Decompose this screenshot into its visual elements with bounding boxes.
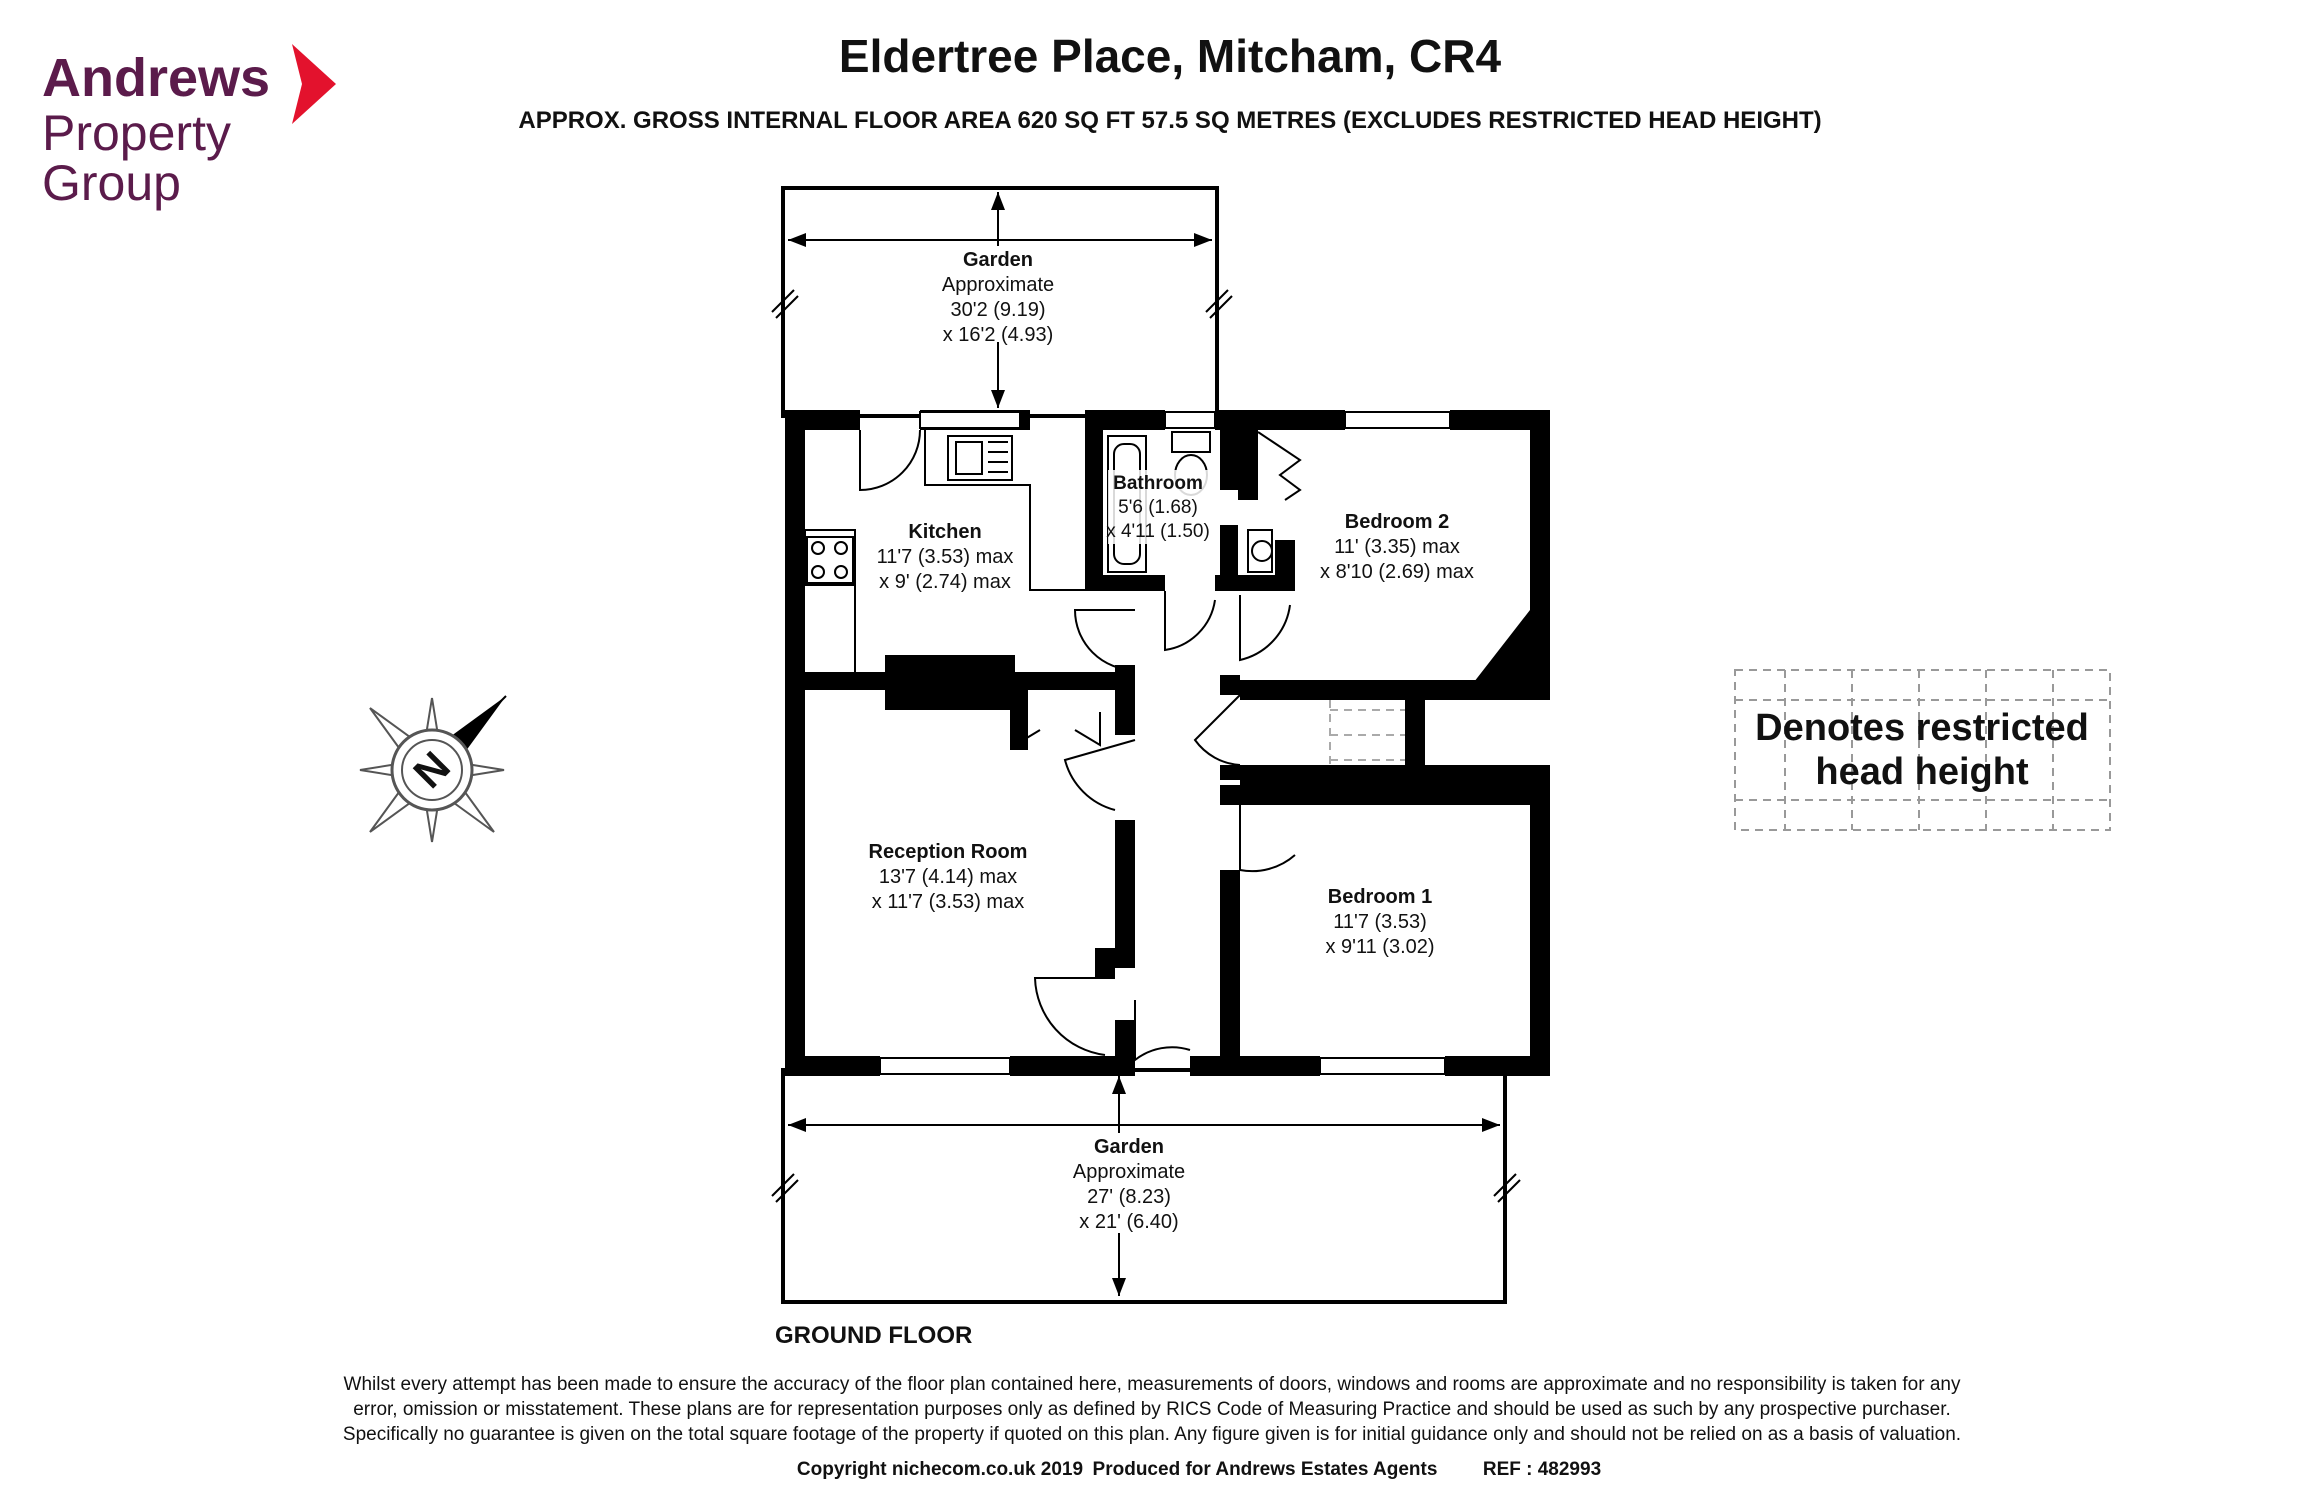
garden-top-area: Garden Approximate 30'2 (9.19) x 16'2 (4…	[771, 186, 1233, 418]
floor-label: GROUND FLOOR	[775, 1322, 972, 1349]
bedroom1-line-1: 11'7 (3.53)	[1333, 911, 1427, 933]
garden-top-line-3: x 16'2 (4.93)	[943, 324, 1054, 346]
brand-chevron-icon	[292, 44, 336, 124]
kitchen-line-2: x 9' (2.74) max	[879, 571, 1011, 593]
room-reception: Reception Room 13'7 (4.14) max x 11'7 (3…	[869, 841, 1028, 913]
footer-copyright: Copyright nichecom.co.uk 2019	[797, 1459, 1083, 1480]
garden-bottom-line-2: 27' (8.23)	[1087, 1186, 1171, 1208]
reception-name: Reception Room	[869, 841, 1028, 863]
room-kitchen: Kitchen 11'7 (3.53) max x 9' (2.74) max	[877, 521, 1014, 593]
bathroom-name: Bathroom	[1113, 473, 1203, 494]
garden-top-name: Garden	[963, 249, 1033, 271]
compass-icon: N	[359, 695, 507, 843]
legend-line-1: Denotes restricted	[1755, 707, 2089, 749]
bedroom2-line-2: x 8'10 (2.69) max	[1320, 561, 1474, 583]
room-bedroom-1: Bedroom 1 11'7 (3.53) x 9'11 (3.02)	[1325, 886, 1434, 958]
bathroom-line-1: 5'6 (1.68)	[1118, 497, 1198, 518]
reception-line-2: x 11'7 (3.53) max	[872, 891, 1024, 913]
disclaimer-line-2: error, omission or misstatement. These p…	[353, 1399, 1951, 1420]
kitchen-line-1: 11'7 (3.53) max	[877, 546, 1014, 568]
bathroom-line-2: x 4'11 (1.50)	[1106, 521, 1210, 542]
bedroom2-name: Bedroom 2	[1345, 511, 1449, 533]
garden-bottom-name: Garden	[1094, 1136, 1164, 1158]
disclaimer: Whilst every attempt has been made to en…	[343, 1374, 1961, 1445]
kitchen-name: Kitchen	[908, 521, 981, 543]
footer: Copyright nichecom.co.uk 2019 Produced f…	[797, 1459, 1601, 1480]
footer-produced: Produced for Andrews Estates Agents	[1093, 1459, 1438, 1480]
room-bathroom: Bathroom 5'6 (1.68) x 4'11 (1.50)	[1106, 470, 1210, 544]
bedroom2-line-1: 11' (3.35) max	[1334, 536, 1460, 558]
garden-bottom-area: Garden Approximate 27' (8.23) x 21' (6.4…	[771, 1068, 1521, 1304]
reception-line-1: 13'7 (4.14) max	[879, 866, 1017, 888]
footer-ref: REF : 482993	[1483, 1459, 1601, 1480]
brand-line-2: Property	[42, 105, 231, 161]
garden-top-line-2: 30'2 (9.19)	[951, 299, 1046, 321]
plan-title: Eldertree Place, Mitcham, CR4	[839, 30, 1502, 82]
windows	[879, 411, 1451, 1075]
disclaimer-line-1: Whilst every attempt has been made to en…	[344, 1374, 1961, 1395]
disclaimer-line-3: Specifically no guarantee is given on th…	[343, 1424, 1961, 1445]
brand-logo: Andrews Property Group	[42, 44, 336, 211]
doors	[859, 429, 1302, 1063]
room-bedroom-2: Bedroom 2 11' (3.35) max x 8'10 (2.69) m…	[1320, 511, 1474, 583]
brand-line-1: Andrews	[42, 48, 270, 108]
restricted-area-plan	[1329, 700, 1405, 765]
plan-subtitle: APPROX. GROSS INTERNAL FLOOR AREA 620 SQ…	[518, 107, 1821, 134]
garden-top-line-1: Approximate	[942, 274, 1054, 296]
restricted-height-legend: Denotes restricted head height	[1734, 669, 2111, 831]
bedroom1-line-2: x 9'11 (3.02)	[1325, 936, 1434, 958]
bedroom1-name: Bedroom 1	[1328, 886, 1432, 908]
legend-line-2: head height	[1815, 751, 2029, 793]
brand-line-3: Group	[42, 155, 181, 211]
garden-bottom-line-3: x 21' (6.40)	[1079, 1211, 1178, 1233]
garden-bottom-line-1: Approximate	[1073, 1161, 1185, 1183]
